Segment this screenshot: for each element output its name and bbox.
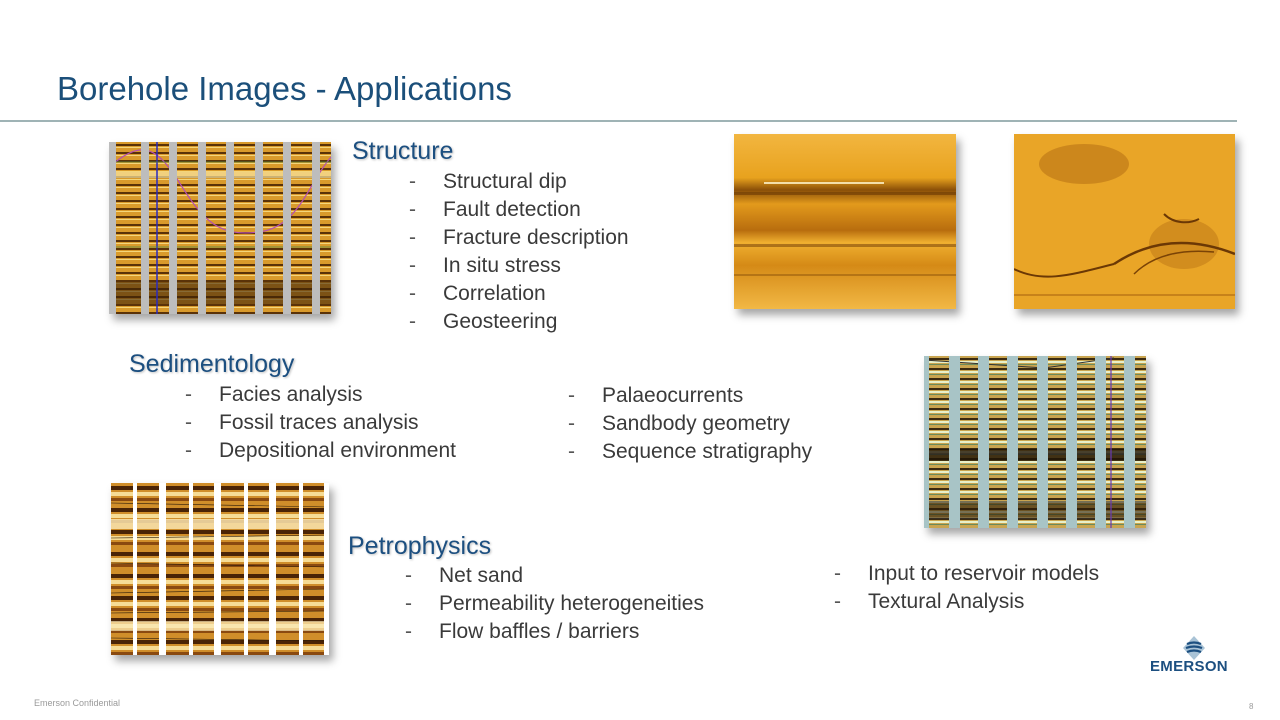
list-item: -Net sand bbox=[405, 564, 524, 587]
list-item: -Structural dip bbox=[409, 170, 567, 193]
structure-borehole-image bbox=[109, 142, 331, 314]
list-item: -Palaeocurrents bbox=[568, 384, 744, 407]
confidential-footer: Emerson Confidential bbox=[34, 698, 121, 708]
sedimentology-list-left: -Facies analysis -Fossil traces analysis… bbox=[185, 381, 456, 465]
title-divider bbox=[0, 120, 1237, 122]
petrophysics-borehole-image bbox=[111, 483, 329, 655]
list-item: -Textural Analysis bbox=[834, 590, 1025, 613]
list-item: -Sandbody geometry bbox=[568, 412, 790, 435]
petrophysics-heading: Petrophysics bbox=[348, 532, 492, 560]
list-item: -Sequence stratigraphy bbox=[568, 440, 813, 463]
list-item: -Facies analysis bbox=[185, 383, 363, 406]
sedimentology-borehole-image bbox=[924, 356, 1146, 528]
emerson-logo: EMERSON bbox=[1150, 636, 1240, 676]
structure-list: -Structural dip -Fault detection -Fractu… bbox=[409, 168, 629, 336]
petrophysics-list-right: -Input to reservoir models -Textural Ana… bbox=[834, 560, 1099, 616]
page-number: 8 bbox=[1249, 702, 1254, 711]
sedimentology-heading: Sedimentology bbox=[129, 350, 295, 378]
petrophysics-list-left: -Net sand -Permeability heterogeneities … bbox=[405, 562, 704, 646]
bedding-borehole-image bbox=[734, 134, 956, 309]
list-item: -Geosteering bbox=[409, 310, 558, 333]
slide-title: Borehole Images - Applications bbox=[57, 70, 512, 107]
list-item: -Permeability heterogeneities bbox=[405, 592, 704, 615]
list-item: -Depositional environment bbox=[185, 439, 456, 462]
list-item: -Correlation bbox=[409, 282, 546, 305]
fossil-trace-borehole-image bbox=[1014, 134, 1235, 309]
list-item: -In situ stress bbox=[409, 254, 561, 277]
list-item: -Flow baffles / barriers bbox=[405, 620, 640, 643]
emerson-logo-icon bbox=[1183, 636, 1205, 660]
structure-heading: Structure bbox=[352, 137, 454, 165]
sedimentology-list-right: -Palaeocurrents -Sandbody geometry -Sequ… bbox=[568, 382, 812, 466]
list-item: -Input to reservoir models bbox=[834, 562, 1100, 585]
list-item: -Fracture description bbox=[409, 226, 629, 249]
list-item: -Fossil traces analysis bbox=[185, 411, 419, 434]
list-item: -Fault detection bbox=[409, 198, 581, 221]
